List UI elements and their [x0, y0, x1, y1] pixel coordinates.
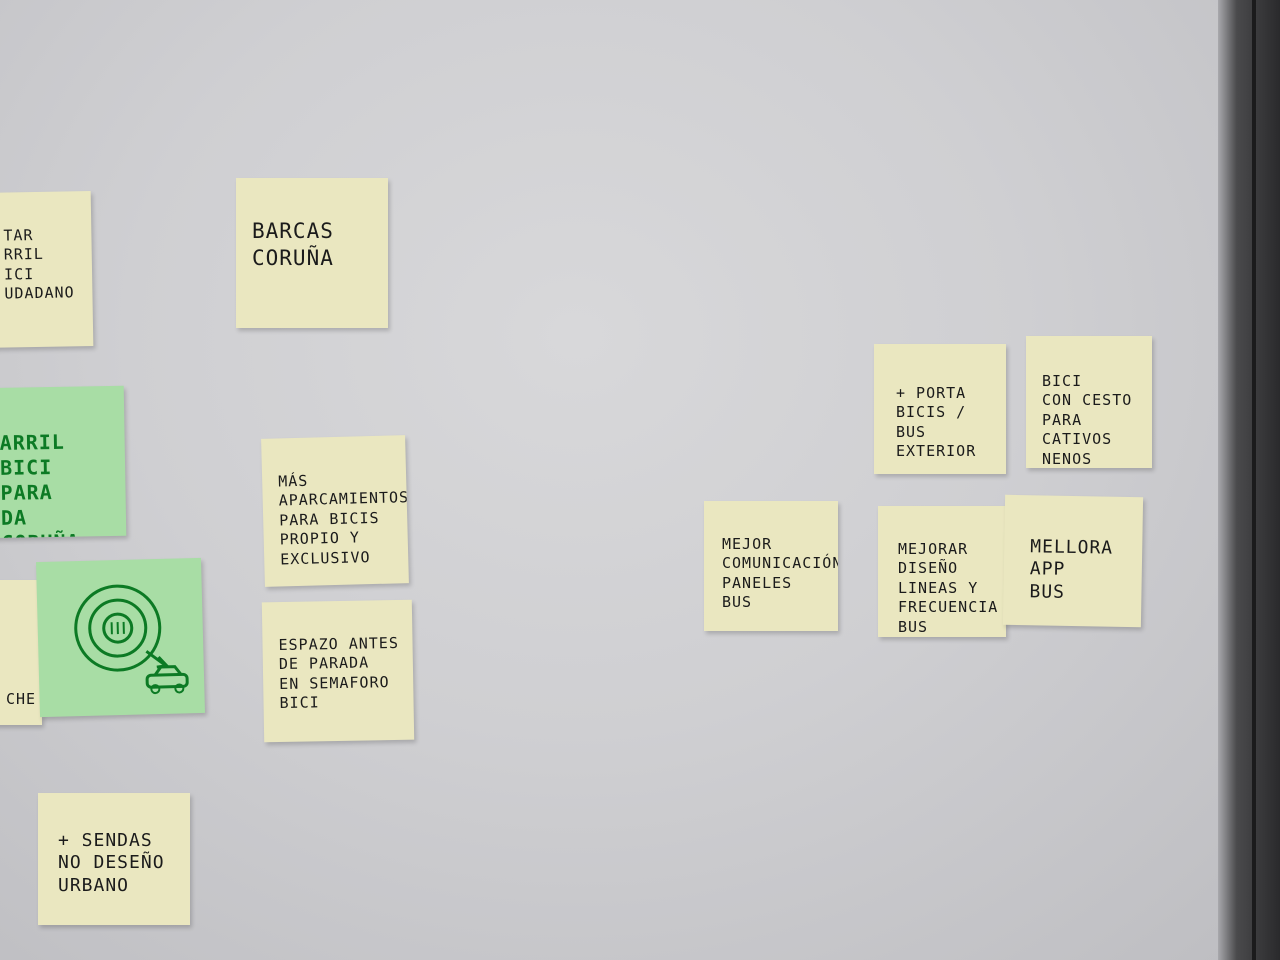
sticky-note: BICI CON CESTO PARA CATIVOS NENOS: [1026, 336, 1152, 468]
sticky-note: MELLORA APP BUS: [1002, 494, 1144, 628]
note-text: + SENDAS NO DESEÑO URBANO: [58, 829, 165, 896]
wall-edge: [1218, 0, 1280, 960]
note-text: CHE: [6, 689, 37, 708]
sticky-note: + SENDAS NO DESEÑO URBANO: [38, 793, 190, 925]
note-text: TAR RRIL ICI UDADANO: [3, 225, 75, 303]
note-text: BICI CON CESTO PARA CATIVOS NENOS: [1042, 371, 1133, 468]
sticky-note: MEJOR COMUNICACIÓN PANELES BUS: [704, 501, 838, 631]
sticky-note: [35, 557, 206, 718]
note-text: MELLORA APP BUS: [1029, 535, 1114, 603]
note-text: ARRIL BICI PARA DA CORUÑA: [0, 429, 80, 538]
note-text: ESPAZO ANTES DE PARADA EN SEMAFORO BICI: [278, 633, 400, 713]
sticky-note: CHE: [0, 580, 42, 725]
sticky-note: + PORTA BICIS / BUS EXTERIOR: [874, 344, 1006, 474]
note-text: + PORTA BICIS / BUS EXTERIOR: [896, 383, 977, 461]
sticky-note: BARCAS CORUÑA: [236, 178, 388, 328]
drawing-icon: [74, 584, 189, 695]
note-text: BARCAS CORUÑA: [252, 219, 334, 270]
note-text: MEJOR COMUNICACIÓN PANELES BUS: [722, 534, 838, 612]
sticky-note: MÁS APARCAMIENTOS PARA BICIS PROPIO Y EX…: [261, 435, 409, 587]
sticky-note: MEJORAR DISEÑO LINEAS Y FRECUENCIA BUS: [878, 506, 1006, 637]
sticky-note: ARRIL BICI PARA DA CORUÑA: [0, 385, 127, 539]
wall-edge-line: [1252, 0, 1256, 960]
note-text: MEJORAR DISEÑO LINEAS Y FRECUENCIA BUS: [898, 539, 999, 636]
sticky-note: ESPAZO ANTES DE PARADA EN SEMAFORO BICI: [261, 599, 415, 743]
note-text: MÁS APARCAMIENTOS PARA BICIS PROPIO Y EX…: [277, 471, 409, 568]
sticky-note: TAR RRIL ICI UDADANO: [0, 191, 94, 348]
